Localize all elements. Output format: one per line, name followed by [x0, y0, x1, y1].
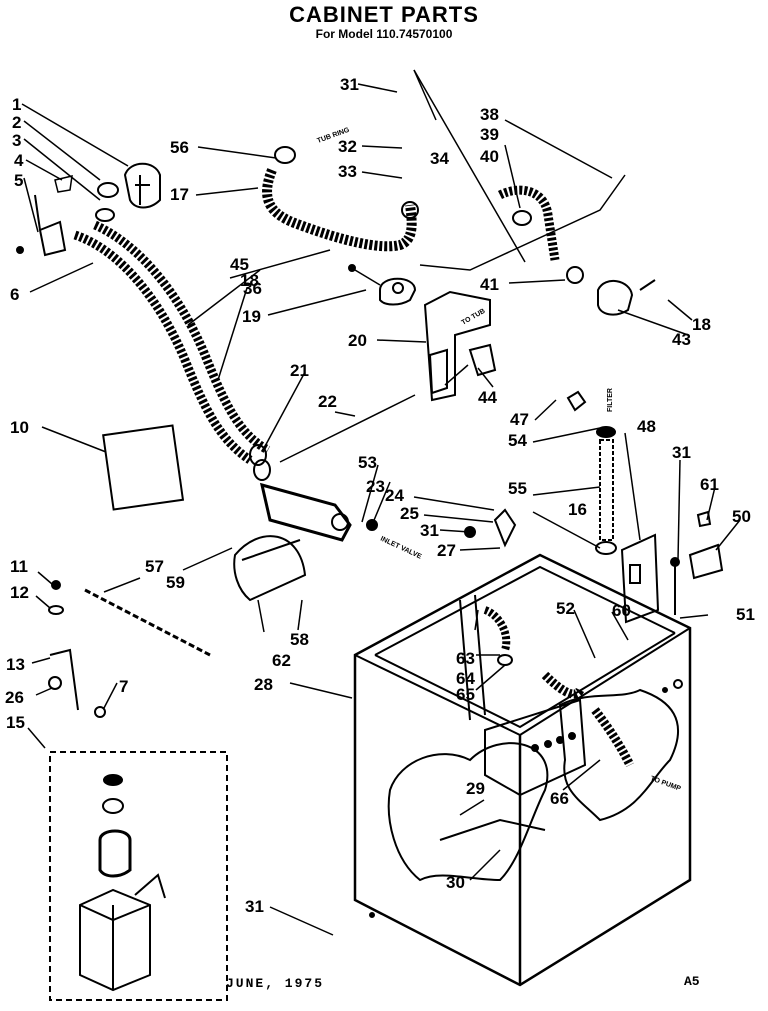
callout-20: 20: [348, 331, 367, 350]
callout-7: 7: [119, 677, 128, 696]
callout-5: 5: [14, 171, 23, 190]
water-level-switch: [348, 264, 417, 306]
callout-62: 62: [272, 651, 291, 670]
callout-32: 32: [338, 137, 357, 156]
callout-39: 39: [480, 125, 499, 144]
callout-56: 56: [170, 138, 189, 157]
pivot-rod: [419, 174, 626, 271]
callout-51: 51: [736, 605, 755, 624]
callout-16: 16: [568, 500, 587, 519]
callout-55: 55: [508, 479, 527, 498]
callout-57: 57: [145, 557, 164, 576]
inlet-hoses: [73, 220, 271, 481]
top-cap: [233, 535, 307, 602]
svg-text:INLET VALVE: INLET VALVE: [379, 535, 423, 560]
callout-31: 31: [672, 443, 691, 462]
callout-22: 22: [318, 392, 337, 411]
callout-41: 41: [480, 275, 499, 294]
latch-parts: [620, 510, 724, 624]
callout-47: 47: [510, 410, 529, 429]
leader-lines: [21, 69, 741, 936]
callout-12: 12: [10, 583, 29, 602]
fasteners-left: [48, 580, 106, 718]
callout-34: 34: [430, 149, 449, 168]
callout-11: 11: [10, 557, 28, 576]
callout-3: 3: [12, 131, 21, 150]
pump-hose-assembly: [497, 185, 656, 316]
callout-21: 21: [290, 361, 309, 380]
callout-31: 31: [340, 75, 359, 94]
callout-18: 18: [692, 315, 711, 334]
callout-59: 59: [166, 573, 185, 592]
callout-53: 53: [358, 453, 377, 472]
callout-50: 50: [732, 507, 751, 526]
callout-30: 30: [446, 873, 465, 892]
callout-27: 27: [437, 541, 456, 560]
tub-hose: [262, 146, 419, 252]
control-bracket: [423, 290, 497, 402]
callout-17: 17: [170, 185, 189, 204]
callout-19: 19: [242, 307, 261, 326]
callout-31: 31: [245, 897, 264, 916]
callout-6: 6: [10, 285, 19, 304]
callout-58: 58: [290, 630, 309, 649]
callout-40: 40: [480, 147, 499, 166]
callout-31: 31: [420, 521, 439, 540]
callout-48: 48: [637, 417, 656, 436]
callout-1: 1: [12, 95, 21, 114]
inset-box: [49, 751, 228, 1001]
callout-15: 15: [6, 713, 25, 732]
callout-65: 65: [456, 685, 475, 704]
callout-52: 52: [556, 599, 575, 618]
callout-38: 38: [480, 105, 499, 124]
callout-63: 63: [456, 649, 475, 668]
callout-43: 43: [672, 330, 691, 349]
svg-text:TO PUMP: TO PUMP: [649, 775, 682, 793]
wire-harness: [84, 588, 211, 657]
callout-18: 18: [240, 271, 259, 290]
callout-26: 26: [5, 688, 24, 707]
callout-23: 23: [366, 477, 385, 496]
callout-4: 4: [14, 151, 24, 170]
revision-date: JUNE, 1975: [226, 976, 325, 991]
callout-61: 61: [700, 475, 719, 494]
svg-text:TO TUB: TO TUB: [461, 308, 487, 327]
svg-text:FILTER: FILTER: [607, 388, 614, 412]
access-cover: [102, 424, 185, 511]
callout-36: 36: [243, 279, 262, 298]
page-code: A5: [684, 974, 700, 989]
actuator-rod: [279, 394, 416, 463]
callout-29: 29: [466, 779, 485, 798]
callout-10: 10: [10, 418, 29, 437]
callout-28: 28: [254, 675, 273, 694]
callout-60: 60: [612, 601, 631, 620]
callout-24: 24: [385, 486, 404, 505]
diagram-title: CABINET PARTS: [289, 2, 479, 27]
callout-44: 44: [478, 388, 497, 407]
model-number: For Model 110.74570100: [315, 27, 453, 41]
callout-54: 54: [508, 431, 527, 450]
callout-45: 45: [230, 255, 249, 274]
callout-66: 66: [550, 789, 569, 808]
filter-assembly: [566, 390, 617, 555]
callout-2: 2: [12, 113, 21, 132]
callout-64: 64: [456, 669, 475, 688]
callout-13: 13: [6, 655, 25, 674]
callout-33: 33: [338, 162, 357, 181]
cabinet-body: [353, 553, 692, 987]
callout-25: 25: [400, 504, 419, 523]
mixing-valve: [16, 162, 161, 257]
